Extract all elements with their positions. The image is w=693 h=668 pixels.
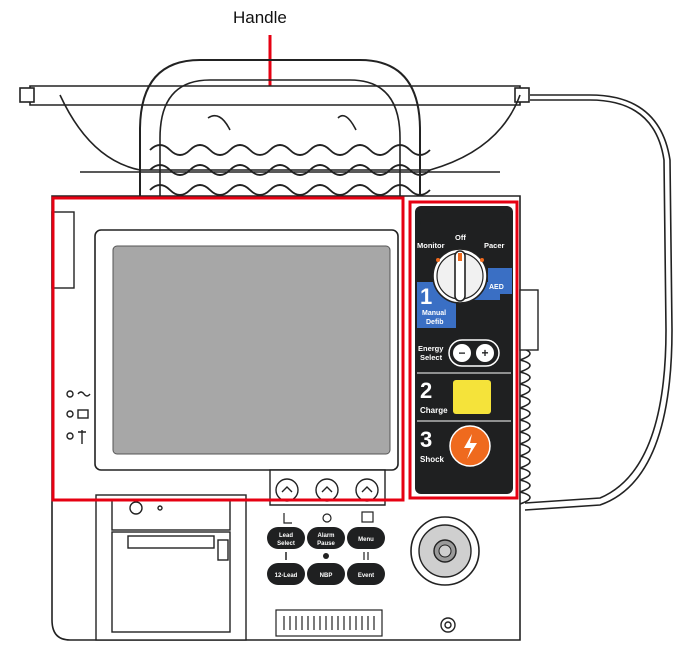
lightning-icon (464, 434, 477, 459)
softkey-3[interactable] (355, 478, 379, 502)
softkey-row (269, 469, 386, 506)
lead-select-label-1: Lead (279, 533, 293, 539)
navigation-knob[interactable] (410, 516, 480, 586)
mode-dial-pointer (454, 250, 466, 302)
menu-label: Menu (358, 537, 374, 543)
status-indicators (66, 390, 91, 444)
twelve-lead-label: 12-Lead (275, 573, 298, 579)
battery-led (66, 410, 74, 418)
menu-icon (361, 511, 374, 523)
wrench-icon (78, 430, 86, 444)
step1-label-1: Manual (422, 310, 446, 317)
chevron-up-icon (281, 486, 293, 493)
mode-aed-label: AED (489, 284, 504, 291)
energy-label-2: Select (420, 353, 443, 362)
menu-button[interactable] (347, 527, 385, 549)
lead-select-label-2: Select (277, 541, 295, 547)
alarm-pause-button[interactable] (307, 527, 345, 549)
highlight-box-display (51, 196, 405, 502)
mode-pacer-label: Pacer (484, 241, 505, 250)
step3-number: 3 (420, 427, 432, 452)
nbp-label: NBP (320, 573, 333, 579)
energy-plus-button[interactable] (476, 344, 494, 362)
energy-minus-label: − (458, 346, 465, 360)
therapy-control-panel: Monitor Off Pacer AED 1 Manual Defib Ene… (415, 206, 513, 494)
alarm-pause-icon (322, 513, 332, 523)
step3-label: Shock (420, 455, 445, 464)
step1-label-2: Defib (426, 319, 444, 326)
step2-label: Charge (420, 406, 448, 415)
charge-button[interactable] (453, 380, 491, 414)
mode-monitor-label: Monitor (417, 241, 445, 250)
display-screen (112, 245, 391, 455)
event-button[interactable] (347, 563, 385, 585)
alarm-pause-label-1: Alarm (317, 533, 334, 539)
nbp-button[interactable] (307, 563, 345, 585)
mode-off-label: Off (455, 233, 466, 242)
ground-connector (440, 617, 456, 633)
printer-door-button[interactable] (129, 501, 143, 515)
twelve-lead-button[interactable] (267, 563, 305, 585)
chevron-up-icon (361, 486, 373, 493)
event-label: Event (358, 573, 374, 579)
step1-number: 1 (420, 284, 432, 309)
nbp-icon (323, 553, 329, 559)
energy-plus-label: + (481, 346, 488, 360)
ready-led (66, 432, 74, 440)
energy-minus-button[interactable] (453, 344, 471, 362)
step2-number: 2 (420, 378, 432, 403)
highlight-box-therapy-controls (408, 200, 519, 500)
lead-select-icon (283, 513, 292, 524)
energy-label-1: Energy (418, 344, 444, 353)
lead-select-button[interactable] (267, 527, 305, 549)
speaker-grill (275, 609, 383, 637)
battery-icon (77, 409, 89, 419)
paddle-cable (517, 94, 673, 511)
ac-power-led (66, 390, 74, 398)
handle-label: Handle (233, 8, 287, 27)
handle (19, 59, 530, 200)
ac-power-icon (77, 391, 91, 397)
alarm-pause-label-2: Pause (317, 541, 335, 547)
printer (95, 494, 247, 641)
event-icon (363, 552, 369, 560)
chevron-up-icon (321, 486, 333, 493)
softkey-1[interactable] (275, 478, 299, 502)
softkey-2[interactable] (315, 478, 339, 502)
front-buttons: Lead Select Alarm Pause Menu 12-Lead NBP… (267, 511, 385, 585)
